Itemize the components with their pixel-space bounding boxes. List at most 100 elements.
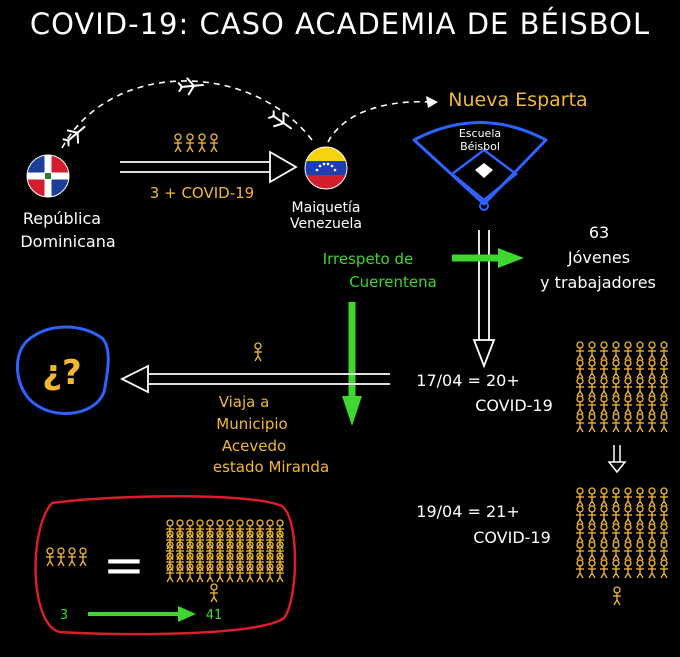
- person-icon: [623, 341, 633, 361]
- person-icon: [647, 505, 657, 525]
- airplane-icon: [177, 76, 205, 97]
- flight-path-2: [327, 100, 431, 143]
- person-icon: [587, 505, 597, 525]
- person-icon: [587, 487, 597, 507]
- person-icon: [575, 359, 585, 379]
- summary-box: [34, 495, 297, 636]
- person-icon: [599, 541, 609, 561]
- arrival-label: Maiquetía: [292, 200, 361, 216]
- person-icon: [611, 541, 621, 561]
- person-icon: [659, 487, 669, 507]
- person-icon: [635, 359, 645, 379]
- person-icon: [623, 541, 633, 561]
- person-icon: [659, 395, 669, 415]
- affected-label-2: y trabajadores: [540, 273, 656, 292]
- person-icon: [647, 395, 657, 415]
- summary-grid: [165, 519, 285, 603]
- person-icon: [623, 413, 633, 433]
- person-icon: [647, 413, 657, 433]
- infected-grid-1: [575, 341, 669, 433]
- summary-from: 3: [60, 608, 68, 623]
- affected-count: 63: [589, 223, 609, 242]
- report2-label: COVID-19: [473, 528, 551, 547]
- person-icon: [599, 395, 609, 415]
- person-icon: [659, 377, 669, 397]
- person-icon: [575, 541, 585, 561]
- travelers-label: 3 + COVID-19: [150, 184, 254, 202]
- travel-label-2: Municipio: [216, 415, 287, 433]
- travel-arrow: [120, 150, 298, 184]
- person-icon: [587, 359, 597, 379]
- destination-label: Nueva Esparta: [448, 89, 587, 111]
- person-icon: [635, 523, 645, 543]
- person-icon: [647, 341, 657, 361]
- person-icon: [587, 341, 597, 361]
- person-icon: [635, 377, 645, 397]
- person-icon: [659, 541, 669, 561]
- person-icon: [635, 505, 645, 525]
- person-icon: [599, 341, 609, 361]
- person-icon: [623, 395, 633, 415]
- person-icon: [659, 523, 669, 543]
- person-icon: [612, 586, 622, 606]
- person-icon: [635, 487, 645, 507]
- person-icon: [659, 559, 669, 579]
- affected-label: Jóvenes: [567, 248, 630, 267]
- person-icon: [635, 395, 645, 415]
- person-icon: [611, 341, 621, 361]
- person-icon: [209, 583, 219, 603]
- travel-left-arrow: [119, 364, 390, 394]
- person-icon: [575, 505, 585, 525]
- person-icon: [599, 359, 609, 379]
- airplane-icon: [59, 119, 91, 150]
- person-icon: [587, 377, 597, 397]
- person-icon: [587, 523, 597, 543]
- person-icon: [635, 559, 645, 579]
- report1-label: COVID-19: [475, 396, 553, 415]
- arrival-label-2: Venezuela: [290, 216, 362, 232]
- person-icon: [659, 505, 669, 525]
- person-icon: [587, 541, 597, 561]
- person-icon: [647, 487, 657, 507]
- quarantine-arrow-right: [452, 248, 524, 268]
- person-icon: [659, 341, 669, 361]
- field-down-arrow: [472, 230, 496, 369]
- person-icon: [611, 559, 621, 579]
- person-icon: [575, 413, 585, 433]
- person-icon: [575, 523, 585, 543]
- dominican-flag-icon: [26, 154, 70, 198]
- quarantine-label: Irrespeto de: [323, 250, 414, 268]
- person-icon: [575, 487, 585, 507]
- person-icon: [611, 395, 621, 415]
- person-icon: [599, 413, 609, 433]
- person-icon: [575, 395, 585, 415]
- person-icon: [623, 523, 633, 543]
- person-icon: [599, 559, 609, 579]
- flight-arrowhead: [426, 96, 438, 108]
- person-icon: [599, 523, 609, 543]
- person-icon: [647, 523, 657, 543]
- person-icon: [611, 523, 621, 543]
- person-icon: [599, 505, 609, 525]
- summary-arrowhead: [178, 606, 196, 622]
- person-icon: [647, 559, 657, 579]
- summary-equals: =: [103, 536, 145, 594]
- mystery-bubble: [15, 325, 110, 415]
- person-icon: [623, 359, 633, 379]
- person-icon: [623, 559, 633, 579]
- mystery-symbol: ¿?: [42, 353, 81, 393]
- page-title: COVID-19: CASO ACADEMIA DE BÉISBOL: [30, 7, 650, 41]
- person-icon: [611, 359, 621, 379]
- person-icon: [587, 559, 597, 579]
- baseball-field-icon: [412, 121, 548, 211]
- school-label-2: Béisbol: [460, 140, 500, 153]
- summary-three-persons: [45, 547, 88, 567]
- report2-date: 19/04 = 21+: [416, 502, 519, 521]
- origin-label: República: [23, 209, 101, 228]
- person-icon: [575, 341, 585, 361]
- travel-label: Viaja a: [219, 393, 270, 411]
- school-label: Escuela: [459, 127, 501, 140]
- person-icon: [659, 359, 669, 379]
- person-icon: [635, 341, 645, 361]
